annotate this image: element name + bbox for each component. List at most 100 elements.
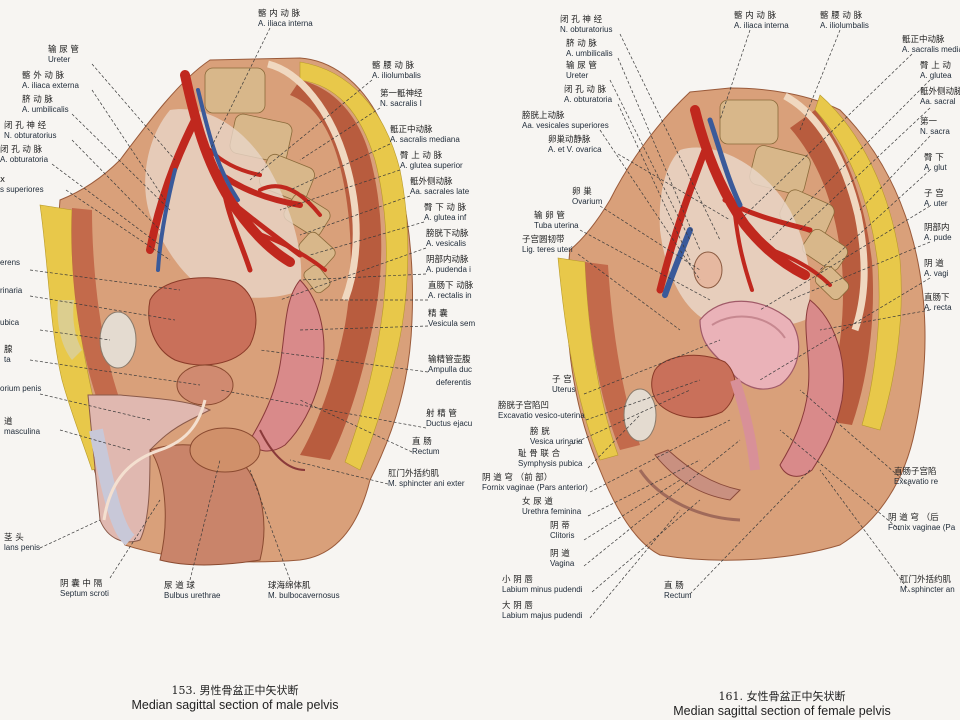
leader-line [91, 89, 166, 201]
leader-line [589, 509, 681, 619]
male-pelvis-illustration [39, 57, 414, 566]
leader-line [209, 27, 271, 151]
leader-line [39, 329, 111, 341]
leader-line [29, 295, 176, 321]
leader-line [799, 29, 841, 131]
leader-line [589, 419, 731, 493]
male-caption-zh: 153. 男性骨盆正中矢状断 [171, 684, 299, 697]
leader-line [29, 359, 201, 386]
leader-line [71, 113, 171, 211]
leader-line [249, 79, 373, 181]
male-figure-caption: 153. 男性骨盆正中矢状断 Median sagittal section o… [90, 682, 380, 712]
leader-line [109, 499, 161, 579]
leader-line [51, 163, 161, 246]
male-label-vesica-urinaria: rinaria [0, 286, 23, 295]
leader-line [617, 103, 691, 261]
leader-line [587, 459, 701, 517]
female-figure-caption: 161. 女性骨盆正中矢状断 Median sagittal section o… [632, 688, 932, 718]
leader-line [819, 309, 931, 331]
male-label-symphysis-pubica: ubica [0, 318, 20, 327]
male-label-corpus-penis: orium penis [0, 384, 42, 393]
leader-line [259, 349, 429, 373]
leader-line [585, 379, 701, 421]
leader-line [619, 33, 721, 241]
leader-line [591, 499, 701, 593]
leader-line [689, 469, 811, 595]
leader-line [39, 393, 151, 421]
leader-line [799, 389, 911, 487]
leader-line [719, 29, 751, 121]
leader-line [59, 429, 131, 451]
leader-line [599, 129, 701, 281]
leader-line [279, 169, 401, 211]
leader-line [583, 339, 721, 395]
leader-line [39, 519, 101, 549]
leader-line [289, 459, 389, 485]
leader-line [789, 241, 931, 301]
leader-line [769, 79, 931, 241]
female-leader-lines [567, 29, 931, 619]
female-pelvis-illustration [557, 87, 926, 561]
leader-line [299, 273, 427, 281]
leader-line [299, 399, 413, 453]
leader-line [577, 253, 681, 331]
leader-line [779, 429, 901, 531]
leader-line [29, 269, 181, 291]
leader-line [249, 469, 291, 581]
leader-line [189, 459, 221, 581]
leader-line [299, 107, 381, 161]
male-caption-en: Median sagittal section of male pelvis [131, 698, 339, 712]
leader-line [65, 189, 171, 261]
leader-line [91, 63, 176, 161]
leader-line [583, 439, 741, 567]
leader-line [759, 205, 931, 311]
